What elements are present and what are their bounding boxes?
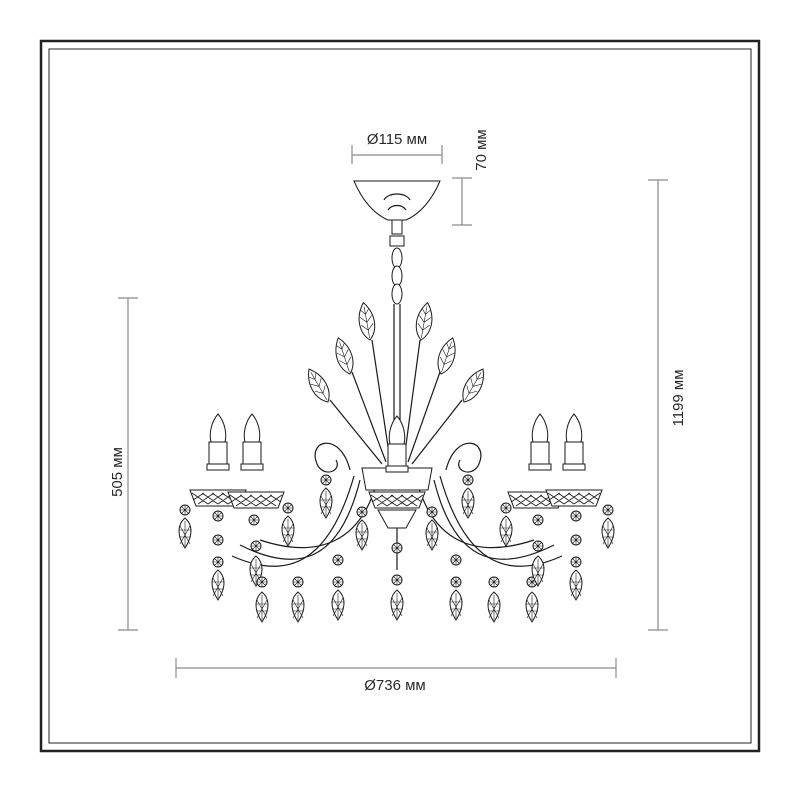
canopy [353, 180, 441, 235]
inner-frame [48, 48, 752, 744]
chandelier [178, 180, 615, 623]
body-height-dimension [118, 297, 138, 631]
overall-diameter-dimension [175, 658, 617, 678]
canopy-height-label: 70 мм [473, 129, 490, 170]
total-height-dimension [648, 179, 668, 631]
body-height-label: 505 мм [109, 447, 126, 497]
overall-diameter-label: Ø736 мм [364, 677, 426, 694]
total-height-label: 1199 мм [670, 369, 687, 426]
leaf-stems [301, 300, 491, 465]
outer-frame [39, 39, 761, 753]
candles [206, 413, 586, 473]
center-body [361, 467, 433, 570]
canopy-diameter-label: Ø115 мм [367, 131, 427, 148]
canopy-height-dimension [452, 177, 472, 226]
canopy-diameter-dimension [351, 145, 443, 164]
